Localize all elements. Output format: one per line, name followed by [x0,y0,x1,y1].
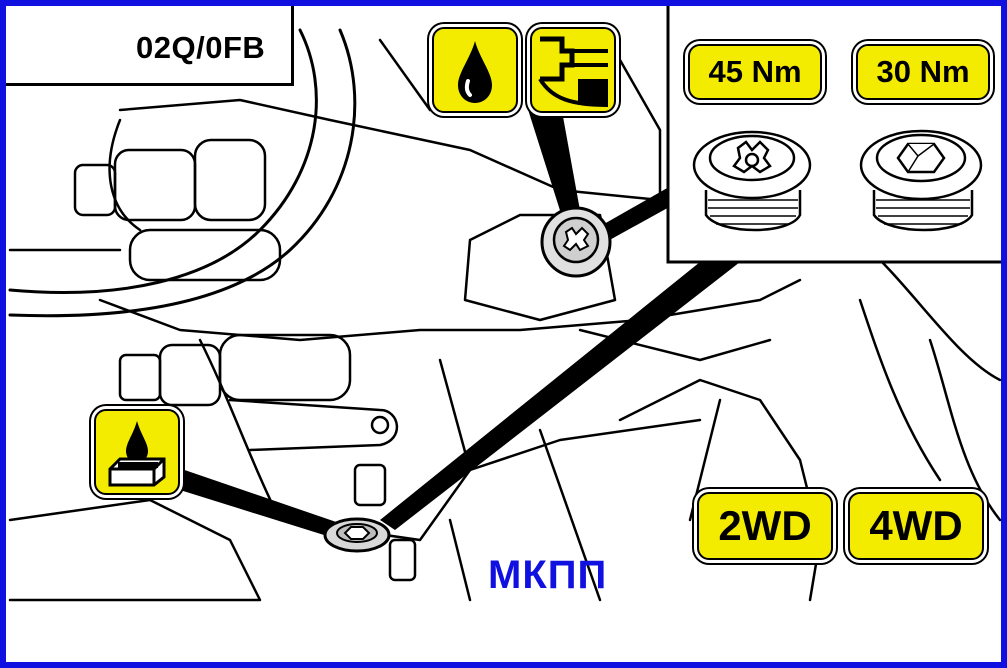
gearbox-code-box: 02Q/0FB [6,6,294,86]
drain-plug [323,517,391,553]
plug-multipoint-icon [692,130,812,232]
transmission-type-label: МКПП [488,553,608,597]
oil-drain-icon [94,409,180,495]
fill-plug [540,206,612,278]
drive-label-4wd: 4WD [848,492,984,560]
drive-label-2wd: 2WD [697,492,833,560]
torque-label-hex-plug: 30 Nm [856,44,990,100]
torque-label-multipoint-plug: 45 Nm [688,44,822,100]
oil-level-icon [530,27,616,113]
oil-drop-icon [432,27,518,113]
gearbox-code: 02Q/0FB [136,30,266,65]
plug-hex-icon [859,129,983,232]
